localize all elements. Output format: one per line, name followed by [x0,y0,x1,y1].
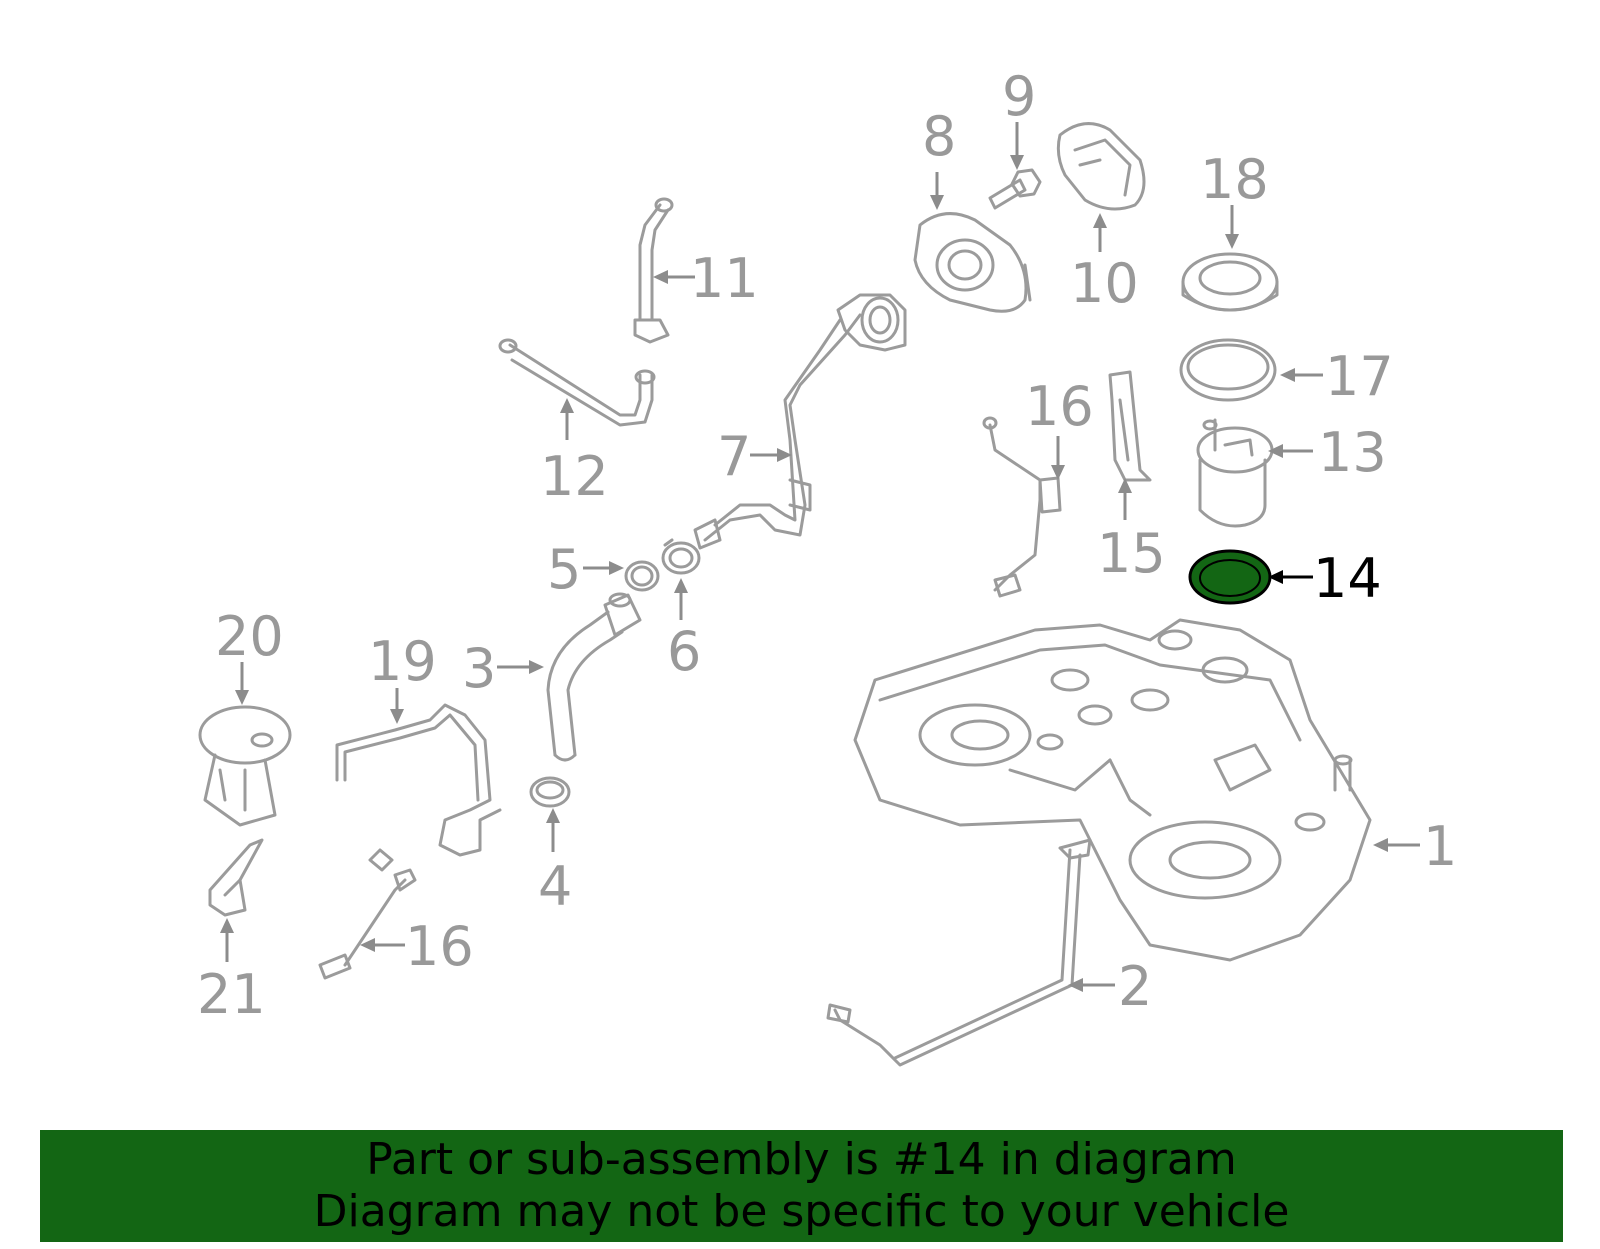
part-16-sender-upper [982,416,1062,598]
callout-arrows [220,122,1420,992]
callout-3: 3 [462,637,496,700]
callout-15: 15 [1097,522,1166,585]
part-5-clamp [624,560,660,592]
banner-line-2: Diagram may not be specific to your vehi… [313,1186,1290,1237]
part-16-sender-lower [318,848,417,980]
part-19-fuel-line [335,703,502,857]
callout-6: 6 [667,620,701,683]
callout-5: 5 [547,538,581,601]
part-8-filler-housing [913,212,1032,313]
part-18-lock-ring [1181,252,1279,312]
part-4-clamp [529,776,571,808]
callout-20: 20 [215,605,284,668]
part-9-bolt [988,168,1042,210]
part-12-vent-tube [498,338,656,427]
callout-11: 11 [690,247,759,310]
callout-4: 4 [538,855,572,918]
part-6-clamp [661,538,701,575]
callout-2: 2 [1118,955,1152,1018]
part-3-filler-hose [546,592,642,762]
part-7-filler-pipe [693,293,907,550]
callout-13: 13 [1318,421,1387,484]
callout-18: 18 [1200,148,1269,211]
callout-8: 8 [922,105,956,168]
info-banner: Part or sub-assembly is #14 in diagram D… [40,1130,1563,1242]
part-15-bracket [1108,370,1152,482]
callout-16-upper: 16 [1025,375,1094,438]
callout-12: 12 [540,445,609,508]
part-11-vent-tube [633,197,674,344]
part-10-fuel-door [1056,122,1146,211]
callout-14: 14 [1313,547,1382,610]
callout-21: 21 [197,963,266,1026]
banner-line-1: Part or sub-assembly is #14 in diagram [366,1134,1237,1185]
callout-17: 17 [1325,345,1394,408]
part-17-gasket [1179,338,1277,402]
part-13-fuel-filter [1196,418,1274,528]
callout-10: 10 [1070,252,1139,315]
callout-7: 7 [717,425,751,488]
part-21-bracket [208,838,264,917]
callout-labels: 1 2 3 4 5 6 7 8 9 10 11 12 13 14 15 16 1… [197,65,1457,1026]
callout-1: 1 [1423,815,1457,878]
callout-16-lower: 16 [405,915,474,978]
part-14-seal-ring [1188,549,1272,605]
callout-9: 9 [1002,65,1036,128]
part-2-tank-strap [826,838,1092,1067]
part-20-cover [198,705,292,827]
part-1-fuel-tank [853,618,1372,962]
callout-19: 19 [368,630,437,693]
